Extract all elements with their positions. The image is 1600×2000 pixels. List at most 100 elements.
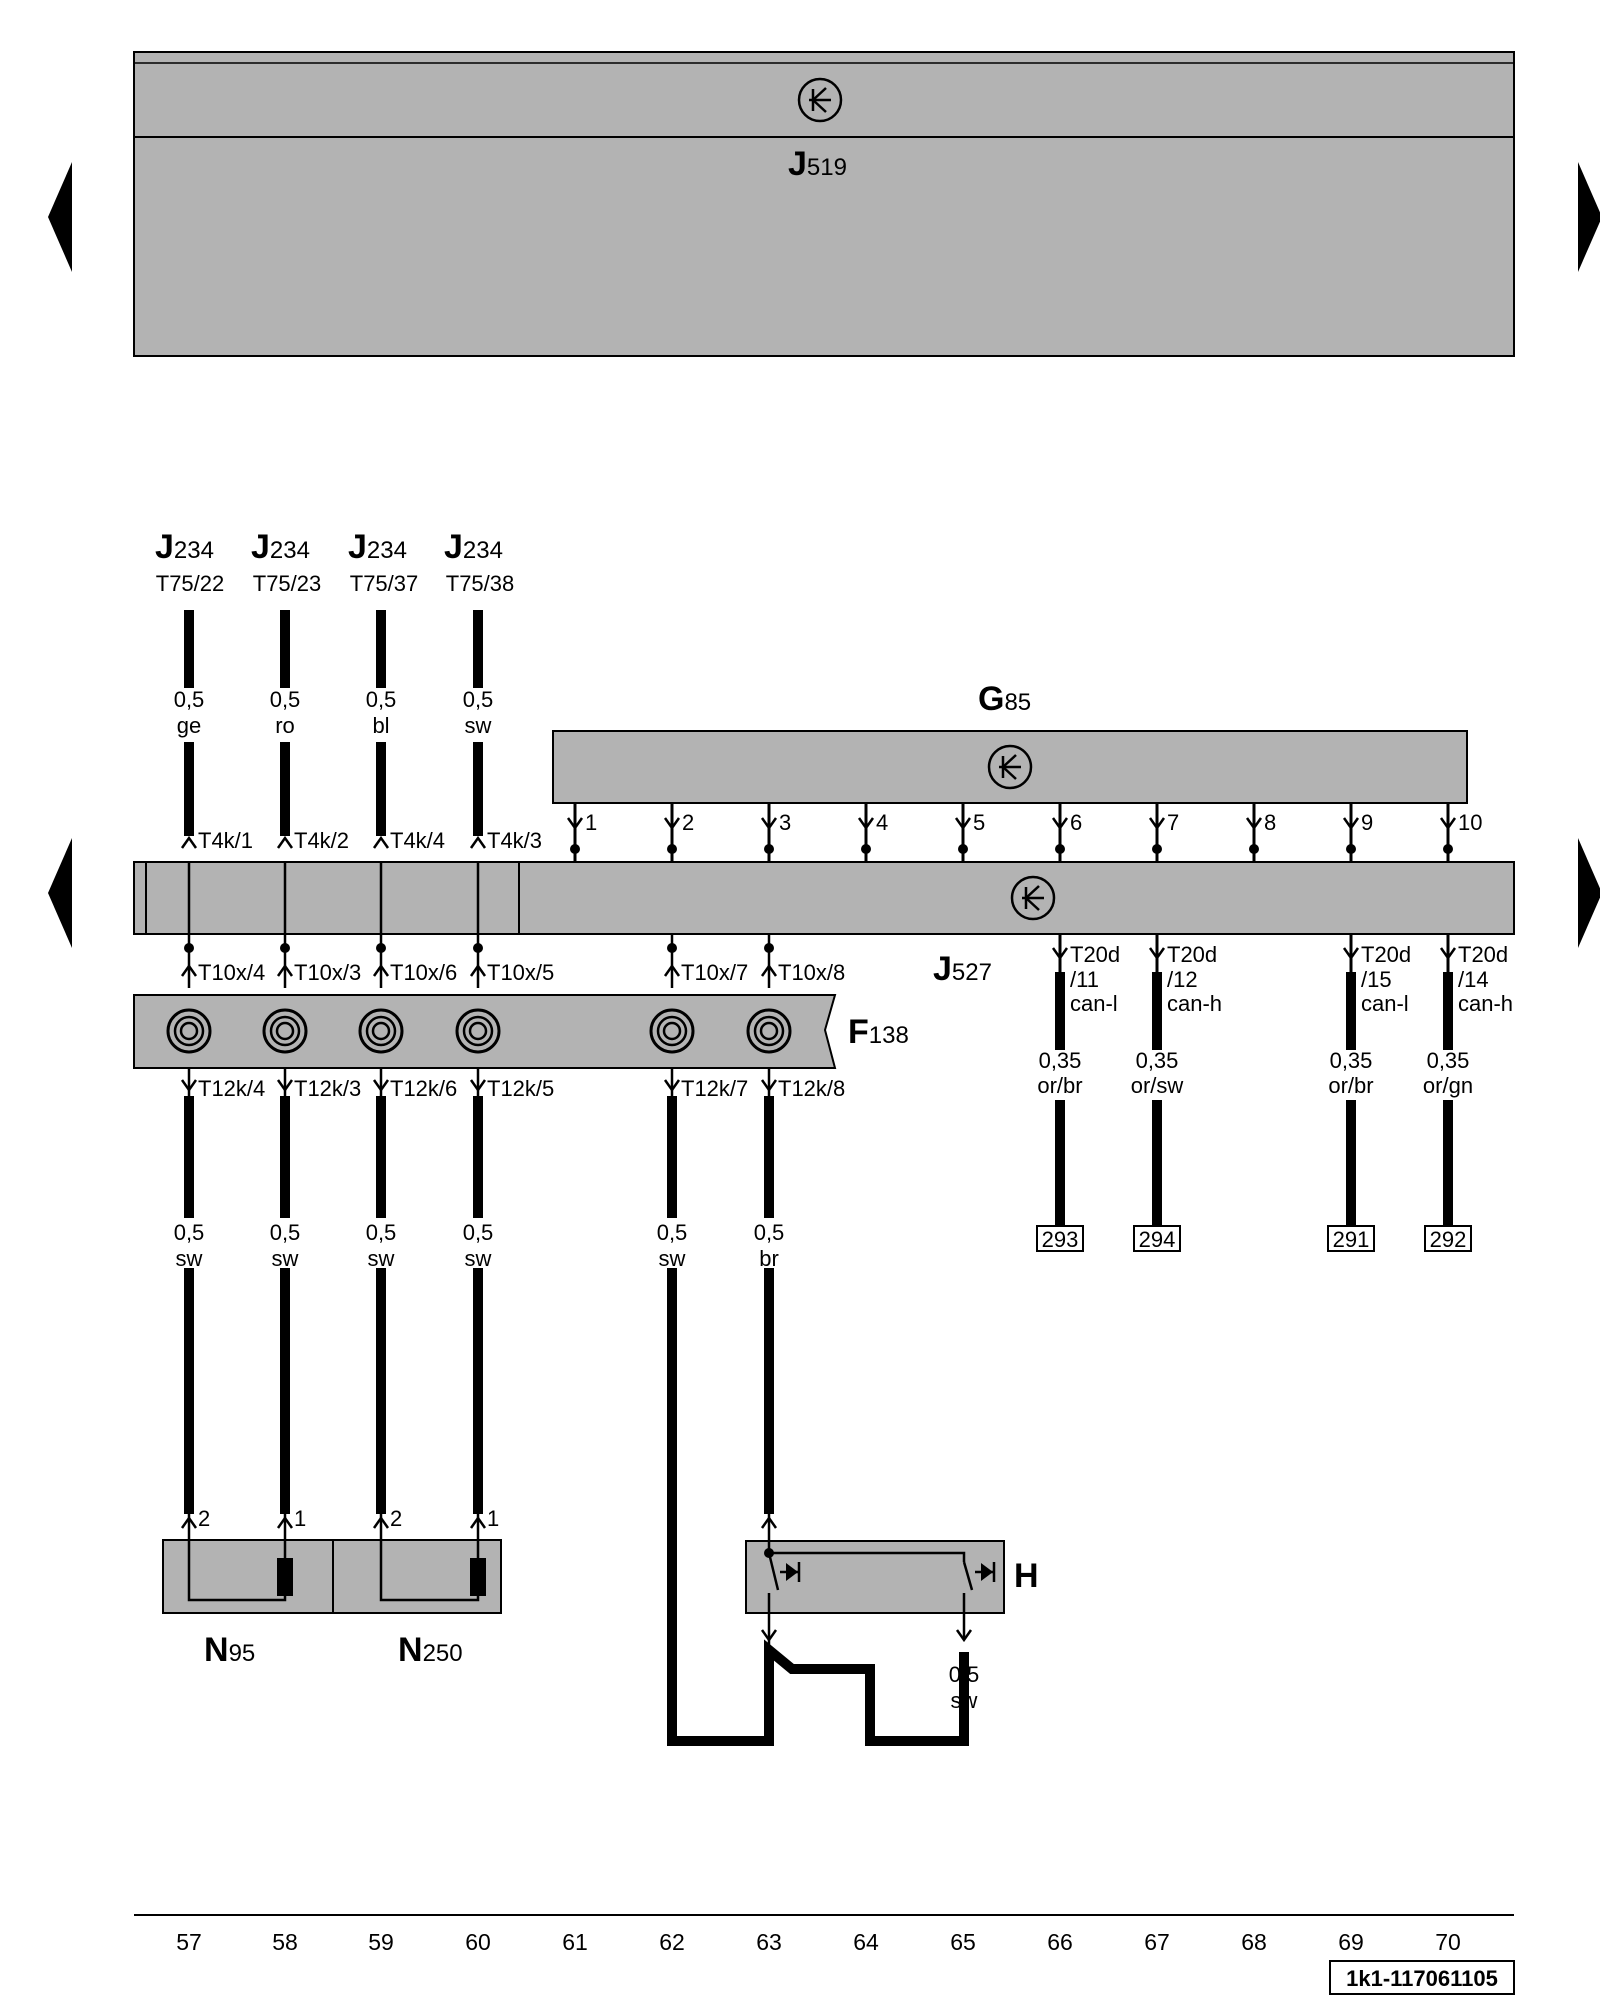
wire-color-label: sw [465, 1246, 492, 1271]
can-pin-signal: can-l [1070, 991, 1118, 1016]
lower-wire-labels: 0,5 sw 0,5 sw 0,5 sw 0,5 sw 0,5 sw 0,5 b… [174, 1220, 785, 1271]
n-pin-label: 1 [487, 1506, 499, 1531]
column-number: 61 [562, 1929, 588, 1955]
column-number: 67 [1144, 1929, 1170, 1955]
g85-pin-label: 7 [1167, 810, 1179, 835]
n95-label: N95 [204, 1631, 255, 1669]
f138-label: F138 [848, 1013, 909, 1051]
t12k-pin-label: T12k/5 [487, 1076, 554, 1101]
j234-terminal-2: T75/23 [253, 571, 322, 596]
module-n250: N250 [332, 1539, 502, 1669]
j234-terminal-3: T75/37 [350, 571, 419, 596]
can-pin-number: /11 [1070, 967, 1099, 992]
electronic-symbol-icon [797, 77, 843, 123]
wire-color-label: or/gn [1423, 1073, 1473, 1098]
can-pin-signal: can-h [1458, 991, 1513, 1016]
g85-pin-label: 9 [1361, 810, 1373, 835]
wire-color-label: ro [275, 713, 295, 738]
j234-ref-2: J234 [251, 528, 310, 566]
wire-color-label: sw [176, 1246, 203, 1271]
j234-ref-1: J234 [155, 528, 214, 566]
switch-icon [780, 1562, 801, 1582]
document-id: 1k1-117061105 [1329, 1960, 1515, 1995]
t10x-pin-label: T10x/8 [778, 960, 845, 985]
g85-pin-label: 1 [585, 810, 597, 835]
g85-pin-label: 3 [779, 810, 791, 835]
electronic-symbol-icon [1010, 875, 1056, 921]
solenoid-icon [277, 1558, 293, 1596]
j527-label: J527 [933, 950, 992, 988]
wire-size-label: 0,5 [366, 687, 397, 712]
wire-size-label: 0,5 [463, 687, 494, 712]
can-pin-signal: can-l [1361, 991, 1409, 1016]
coil-icon [746, 1008, 792, 1054]
wire-color-label: bl [372, 713, 389, 738]
wire-color-label: ge [177, 713, 201, 738]
wire-size-label: 0,35 [1427, 1048, 1470, 1073]
g85-pin-label: 4 [876, 810, 888, 835]
wire-size-label: 0,5 [657, 1220, 688, 1245]
n-pin-label: 2 [390, 1506, 402, 1531]
column-number: 64 [853, 1929, 879, 1955]
wire-color-label: br [759, 1246, 779, 1271]
cross-reference-294[interactable]: 294 [1139, 1227, 1176, 1252]
t4k-pin-label: T4k/4 [390, 828, 445, 853]
column-number: 59 [368, 1929, 394, 1955]
wire-color-label: sw [659, 1246, 686, 1271]
coil-icon [455, 1008, 501, 1054]
coil-icon [262, 1008, 308, 1054]
next-page-arrow-top[interactable] [1578, 162, 1600, 272]
t12k-pin-label: T12k/3 [294, 1076, 361, 1101]
wire-size-label: 0,35 [1136, 1048, 1179, 1073]
cross-reference-293[interactable]: 293 [1042, 1227, 1079, 1252]
j234-ref-4: J234 [444, 528, 503, 566]
g85-pin-label: 2 [682, 810, 694, 835]
wire-color-label: sw [272, 1246, 299, 1271]
wire-color-label: sw [368, 1246, 395, 1271]
g85-pin-label: 5 [973, 810, 985, 835]
t10x-pin-label: T10x/3 [294, 960, 361, 985]
module-j519: J519 [133, 51, 1515, 357]
n-pin-label: 2 [198, 1506, 210, 1531]
wire-size-label: 0,5 [270, 1220, 301, 1245]
next-page-arrow-middle[interactable] [1578, 838, 1600, 948]
column-number: 60 [465, 1929, 491, 1955]
t4k-pin-label: T4k/3 [487, 828, 542, 853]
n250-label: N250 [398, 1631, 463, 1669]
coil-icon [358, 1008, 404, 1054]
can-pin-signal: can-h [1167, 991, 1222, 1016]
column-number: 65 [950, 1929, 976, 1955]
module-n95: N95 [162, 1539, 334, 1669]
cross-references[interactable]: 293 294 291 292 [1036, 1225, 1472, 1252]
cross-reference-292[interactable]: 292 [1430, 1227, 1467, 1252]
t10x-pin-label: T10x/7 [681, 960, 748, 985]
t12k-pin-label: T12k/6 [390, 1076, 457, 1101]
n-pin-label: 1 [294, 1506, 306, 1531]
column-number: 62 [659, 1929, 685, 1955]
column-number: 68 [1241, 1929, 1267, 1955]
solenoid-icon [470, 1558, 486, 1596]
prev-page-arrow-top[interactable] [48, 162, 72, 272]
column-number: 69 [1338, 1929, 1364, 1955]
wire-size-label: 0,5 [463, 1220, 494, 1245]
electronic-symbol-icon [987, 744, 1033, 790]
j234-terminal-1: T75/22 [156, 571, 225, 596]
module-j527: J527 [133, 861, 1515, 988]
j234-references: J234 J234 J234 J234 T75/22 T75/23 T75/37… [155, 528, 514, 596]
t12k-pin-label: T12k/4 [198, 1076, 265, 1101]
wire-size-label: 0,5 [270, 687, 301, 712]
wire-size-label: 0,5 [174, 1220, 205, 1245]
cross-reference-291[interactable]: 291 [1333, 1227, 1370, 1252]
j234-terminal-4: T75/38 [446, 571, 515, 596]
can-pin-terminal: T20d [1458, 942, 1508, 967]
t4k-pin-label: T4k/1 [198, 828, 253, 853]
j519-label: J519 [788, 145, 847, 183]
wire-color-label: sw [465, 713, 492, 738]
h-label: H [1014, 1557, 1039, 1595]
upper-wire-labels: 0,5 ge 0,5 ro 0,5 bl 0,5 sw [174, 687, 494, 738]
prev-page-arrow-middle[interactable] [48, 838, 72, 948]
coil-icon [166, 1008, 212, 1054]
can-pin-number: /14 [1458, 967, 1489, 992]
wire-size-label: 0,5 [949, 1662, 980, 1687]
